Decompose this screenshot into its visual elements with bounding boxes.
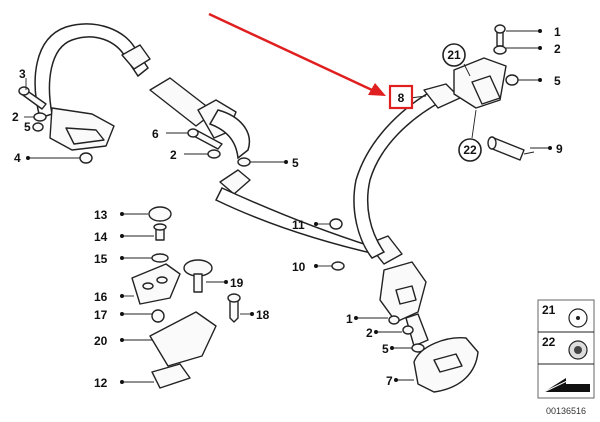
legend-item-21: 21 (542, 303, 556, 317)
callout-16: 16 (94, 290, 108, 304)
callout-20: 20 (94, 334, 108, 348)
callout-2-top: 2 (554, 42, 561, 56)
callout-1-top: 1 (554, 25, 561, 39)
svg-text:22: 22 (463, 143, 477, 157)
circled-callout-21: 21 (442, 43, 466, 67)
red-arrow-pointer (208, 12, 386, 96)
legend-item-22: 22 (542, 335, 556, 349)
callout-2-bot: 2 (366, 326, 373, 340)
callout-12: 12 (94, 376, 108, 390)
callout-14: 14 (94, 230, 108, 244)
callout-5-left: 5 (24, 120, 31, 134)
upper-belt-loop (34, 23, 151, 119)
circled-callout-22: 22 (458, 138, 482, 162)
top-right-fasteners (493, 24, 519, 86)
callout-18: 18 (256, 308, 270, 322)
callout-10: 10 (292, 260, 306, 274)
callout-9: 9 (556, 142, 563, 156)
lower-left-parts (131, 206, 241, 389)
leader-dots (26, 29, 552, 384)
callout-5-mid: 5 (292, 156, 299, 170)
left-anchor-bracket (49, 107, 115, 151)
callout-17: 17 (94, 308, 108, 322)
svg-text:8: 8 (398, 91, 405, 105)
callout-19: 19 (230, 276, 244, 290)
legend-arrow-icon (544, 378, 590, 392)
callout-2-left: 2 (12, 110, 19, 124)
cover-part-7 (413, 337, 479, 393)
highlighted-part-8: 8 (388, 84, 414, 110)
callout-labels: 1 2 5 9 3 2 5 4 6 2 5 11 10 13 14 15 16 … (12, 25, 563, 390)
callout-11: 11 (292, 218, 305, 232)
callout-1-bot: 1 (346, 312, 353, 326)
callout-5-top: 5 (554, 74, 561, 88)
callout-6: 6 (152, 127, 159, 141)
callout-3-left: 3 (19, 67, 26, 81)
buckle-assembly (379, 261, 429, 353)
legend-panel: 21 22 (537, 299, 595, 399)
callout-4: 4 (14, 151, 21, 165)
mid-belt-connector (149, 77, 251, 167)
callout-15: 15 (94, 252, 108, 266)
diagram-id: 00136516 (546, 406, 586, 416)
svg-text:21: 21 (447, 48, 461, 62)
callout-13: 13 (94, 208, 108, 222)
callout-5-bot: 5 (382, 342, 389, 356)
pin-part-9 (487, 136, 535, 161)
callout-7: 7 (386, 374, 393, 388)
callout-2-mid: 2 (170, 148, 177, 162)
